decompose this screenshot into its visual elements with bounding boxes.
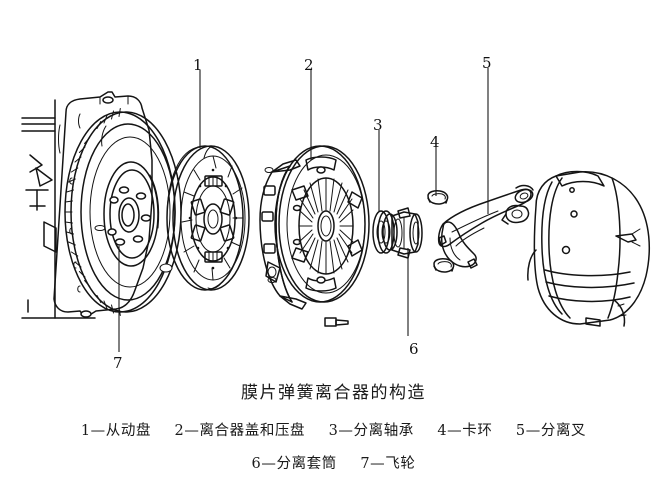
clutch-cover-and-pressure-plate <box>259 145 370 310</box>
legend-item-7: 7—飞轮 <box>360 456 416 472</box>
callout-number-3: 3 <box>373 116 383 134</box>
figure-caption: 膜片弹簧离合器的构造 1—从动盘 2—离合器盖和压盘 3—分离轴承 4—卡环 5… <box>0 378 667 485</box>
figure-title: 膜片弹簧离合器的构造 <box>241 383 426 403</box>
callout-number-7: 7 <box>113 354 123 372</box>
legend-item-5: 5—分离叉 <box>515 423 587 439</box>
callout-number-6: 6 <box>409 340 419 358</box>
release-bearing-and-sleeve <box>372 207 423 259</box>
legend-item-3: 3—分离轴承 <box>328 423 414 439</box>
callout-number-5: 5 <box>482 54 492 72</box>
legend-row-1: 1—从动盘 2—离合器盖和压盘 3—分离轴承 4—卡环 5—分离叉 <box>0 419 667 440</box>
legend-item-1: 1—从动盘 <box>80 423 152 439</box>
callout-number-4: 4 <box>430 133 440 151</box>
snap-ring-upper <box>427 190 449 205</box>
flywheel <box>64 108 182 316</box>
legend-item-4: 4—卡环 <box>437 423 493 439</box>
legend-row-2: 6—分离套筒 7—飞轮 <box>0 452 667 473</box>
callout-number-2: 2 <box>304 56 314 74</box>
snap-ring-lower <box>433 258 455 273</box>
clutch-driven-disc <box>166 145 250 291</box>
legend-item-2: 2—离合器盖和压盘 <box>174 423 306 439</box>
flywheel-bolt <box>324 317 349 327</box>
flywheel-housing-plate <box>53 91 153 318</box>
release-fork <box>437 184 534 269</box>
callout-number-1: 1 <box>193 56 203 74</box>
legend-item-6: 6—分离套筒 <box>251 456 337 472</box>
bell-housing <box>501 170 651 327</box>
